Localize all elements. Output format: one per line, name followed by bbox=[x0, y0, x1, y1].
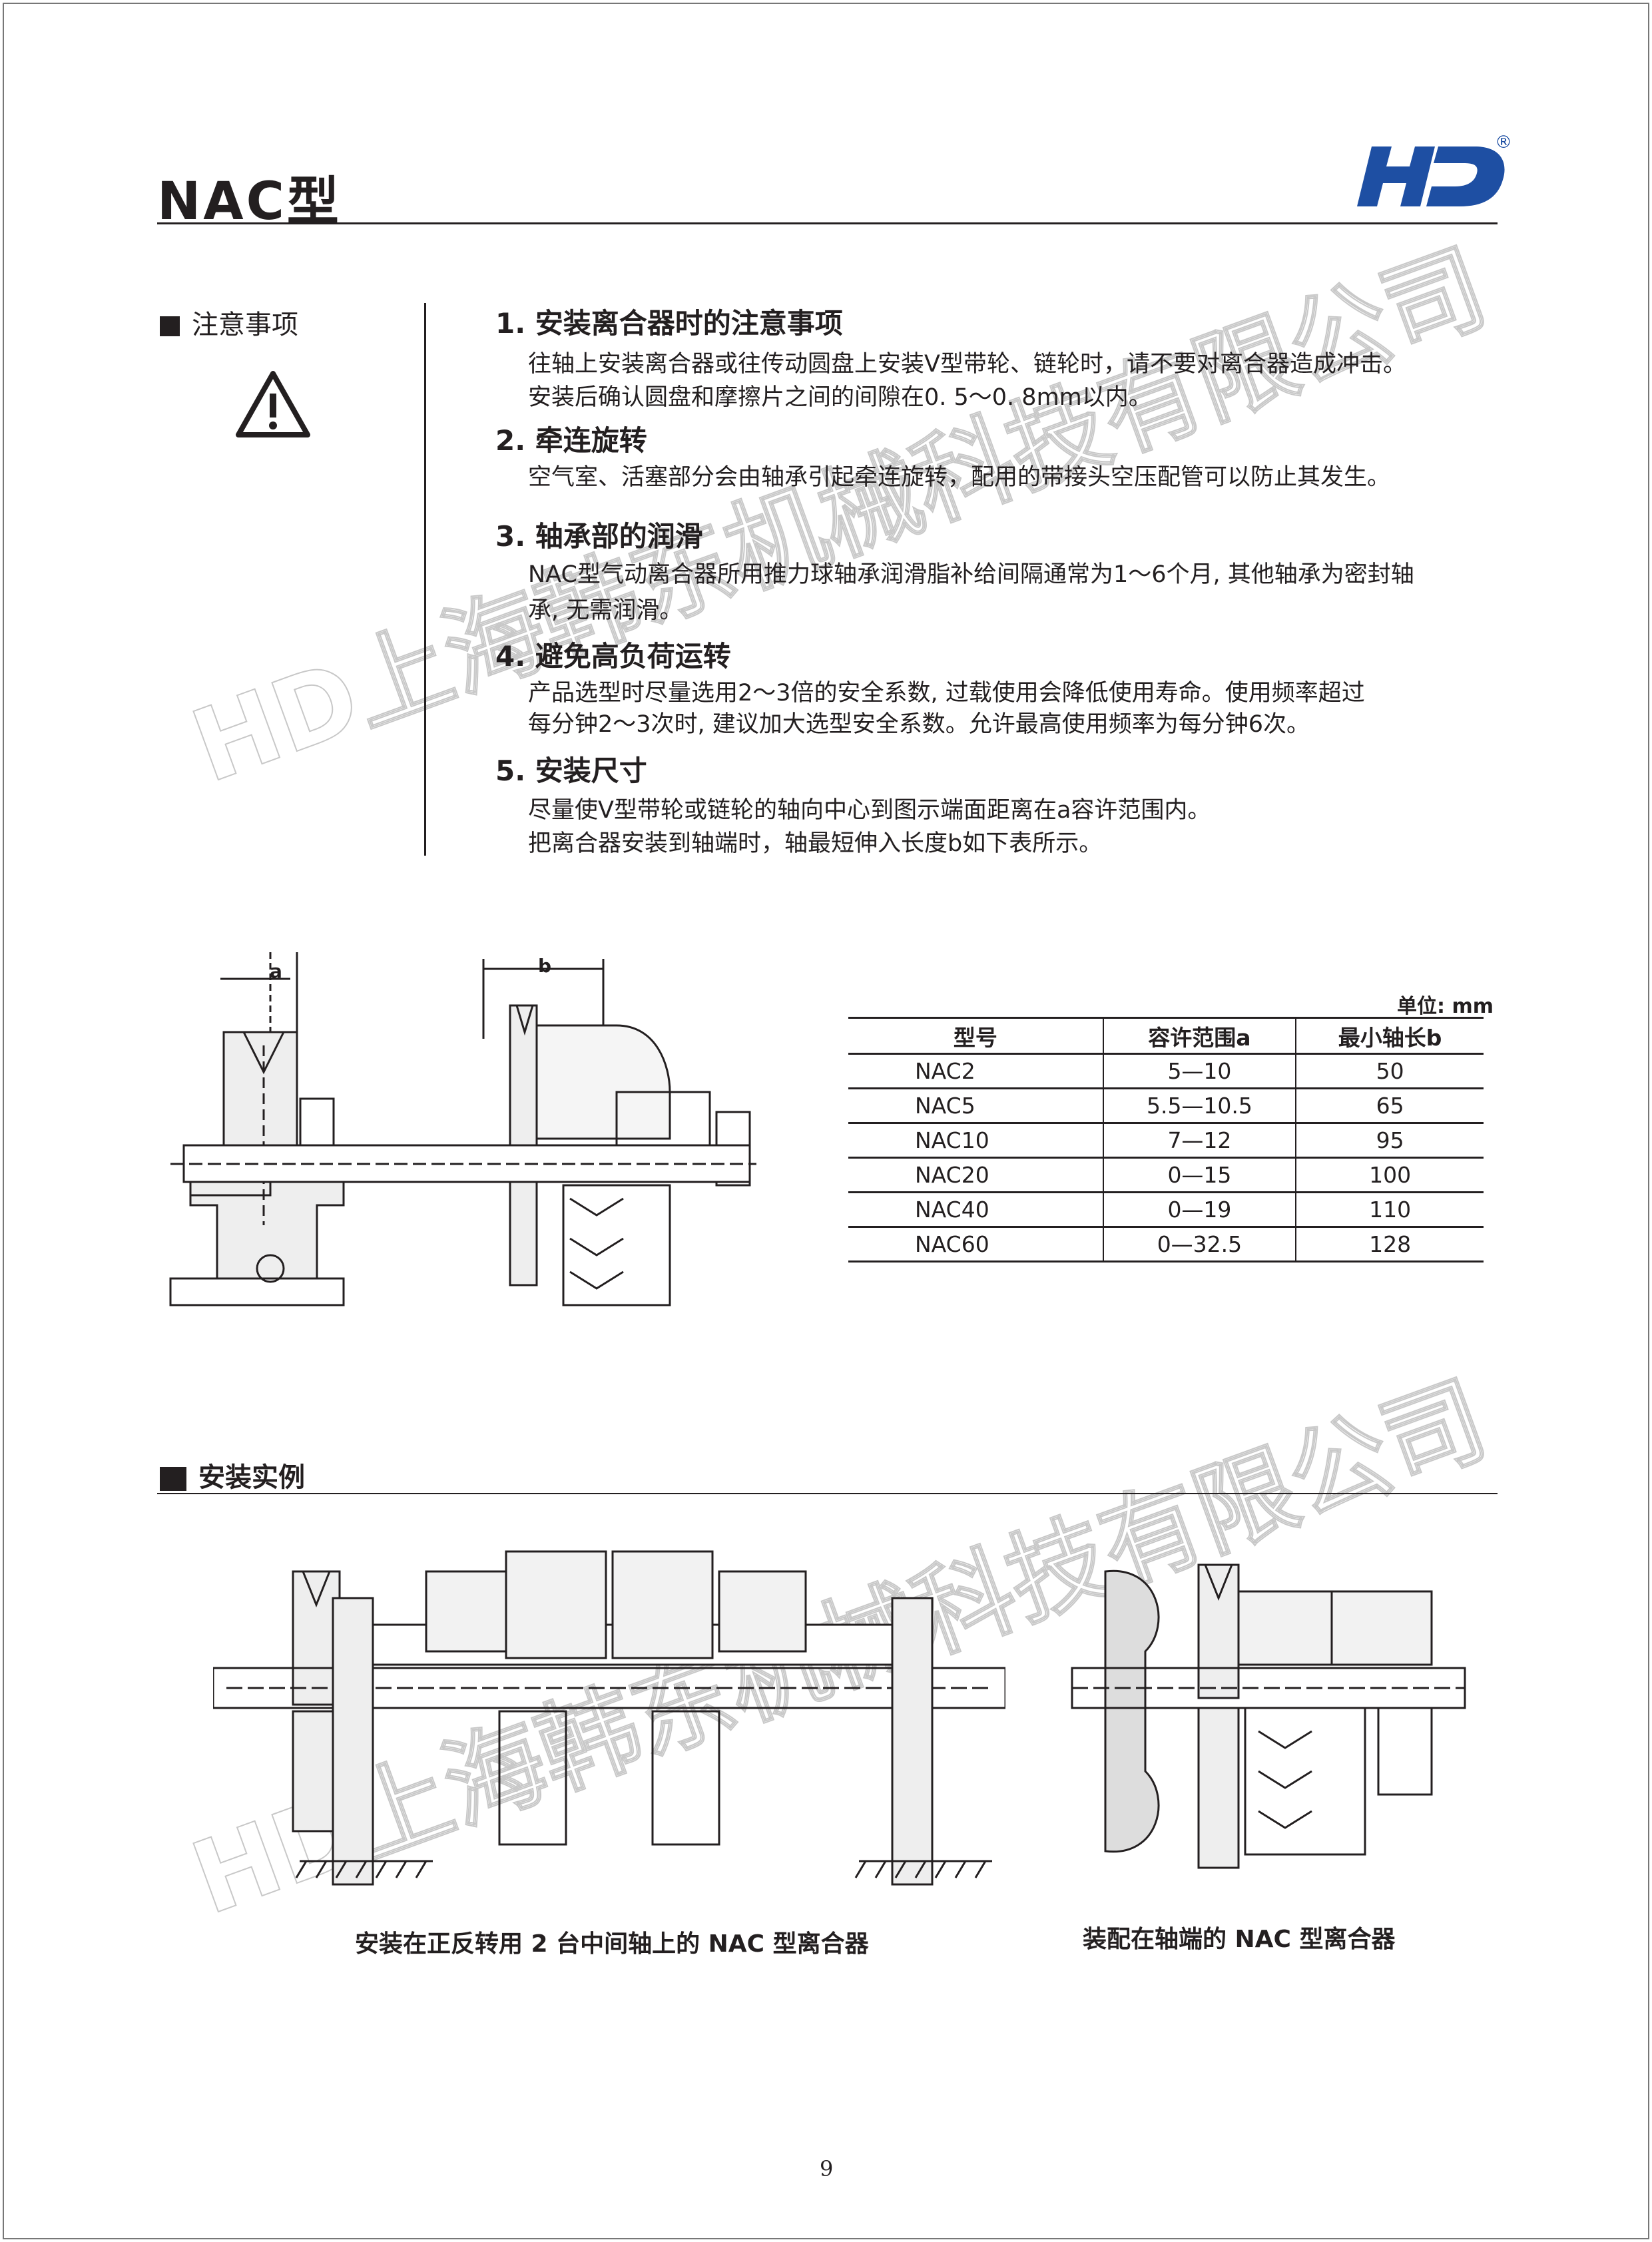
note-heading: 5. 安装尺寸 bbox=[495, 754, 647, 787]
note-heading: 3. 轴承部的润滑 bbox=[495, 520, 703, 553]
note-heading: 1. 安装离合器时的注意事项 bbox=[495, 307, 843, 340]
shaft-end-installation-drawing bbox=[1071, 1563, 1466, 1869]
cell-model: NAC10 bbox=[848, 1123, 1103, 1159]
cell-range-a: 5—10 bbox=[1102, 1053, 1296, 1089]
cell-range-a: 5.5—10.5 bbox=[1102, 1088, 1296, 1124]
column-header: 最小轴长b bbox=[1295, 1017, 1484, 1055]
cell-model: NAC5 bbox=[848, 1088, 1103, 1124]
notes-section-label: 注意事项 bbox=[160, 303, 298, 342]
note-text: 往轴上安装离合器或往传动圆盘上安装V型带轮、链轮时，请不要对离合器造成冲击。 bbox=[528, 351, 1406, 378]
notes-divider bbox=[424, 303, 426, 856]
note-text: 尽量使V型带轮或链轮的轴向中心到图示端面距离在a容许范围内。 bbox=[528, 797, 1211, 824]
cell-model: NAC40 bbox=[848, 1192, 1103, 1228]
page-title: NAC型 bbox=[157, 172, 342, 232]
table-unit: 单位: mm bbox=[1397, 995, 1494, 1018]
hd-logo: ® bbox=[1357, 133, 1512, 206]
caption-shaft-end: 装配在轴端的 NAC 型离合器 bbox=[1083, 1926, 1396, 1953]
dimension-label-a: a bbox=[270, 960, 282, 982]
note-text: 空气室、活塞部分会由轴承引起牵连旋转，配用的带接头空压配管可以防止其发生。 bbox=[528, 464, 1391, 491]
cell-min-b: 95 bbox=[1295, 1123, 1484, 1159]
note-text: 每分钟2～3次时, 建议加大选型安全系数。允许最高使用频率为每分钟6次。 bbox=[528, 711, 1310, 738]
note-text: 产品选型时尽量选用2～3倍的安全系数, 过载使用会降低使用寿命。使用频率超过 bbox=[528, 680, 1365, 706]
cell-range-a: 7—12 bbox=[1102, 1123, 1296, 1159]
warning-icon bbox=[236, 371, 310, 437]
examples-rule bbox=[157, 1493, 1498, 1494]
cell-min-b: 110 bbox=[1295, 1192, 1484, 1228]
svg-text:®: ® bbox=[1495, 133, 1512, 152]
header-rule bbox=[157, 222, 1498, 224]
note-text: NAC型气动离合器所用推力球轴承润滑脂补给间隔通常为1～6个月, 其他轴承为密封… bbox=[528, 561, 1414, 588]
caption-double-shaft: 安装在正反转用 2 台中间轴上的 NAC 型离合器 bbox=[355, 1930, 869, 1958]
cell-min-b: 50 bbox=[1295, 1053, 1484, 1089]
page-number: 9 bbox=[820, 2156, 834, 2181]
column-header: 容许范围a bbox=[1102, 1017, 1296, 1055]
note-heading: 4. 避免高负荷运转 bbox=[495, 640, 731, 673]
note-text: 把离合器安装到轴端时，轴最短伸入长度b如下表所示。 bbox=[528, 830, 1103, 857]
cell-model: NAC60 bbox=[848, 1227, 1103, 1262]
cell-range-a: 0—15 bbox=[1102, 1157, 1296, 1193]
dimension-label-b: b bbox=[538, 955, 552, 977]
page-border bbox=[3, 3, 1649, 2239]
note-heading: 2. 牵连旋转 bbox=[495, 424, 647, 457]
cell-min-b: 100 bbox=[1295, 1157, 1484, 1193]
column-header: 型号 bbox=[848, 1017, 1103, 1055]
cell-range-a: 0—32.5 bbox=[1102, 1227, 1296, 1262]
cell-min-b: 128 bbox=[1295, 1227, 1484, 1262]
cell-range-a: 0—19 bbox=[1102, 1192, 1296, 1228]
double-shaft-installation-drawing bbox=[213, 1550, 1005, 1886]
cell-model: NAC20 bbox=[848, 1157, 1103, 1193]
cell-model: NAC2 bbox=[848, 1053, 1103, 1089]
cell-min-b: 65 bbox=[1295, 1088, 1484, 1124]
examples-section-label: 安装实例 bbox=[160, 1456, 305, 1494]
installation-dimension-drawing bbox=[169, 952, 756, 1306]
note-text: 安装后确认圆盘和摩擦片之间的间隙在0. 5～0. 8mm以内。 bbox=[528, 384, 1152, 411]
note-text: 承, 无需润滑。 bbox=[528, 597, 683, 624]
